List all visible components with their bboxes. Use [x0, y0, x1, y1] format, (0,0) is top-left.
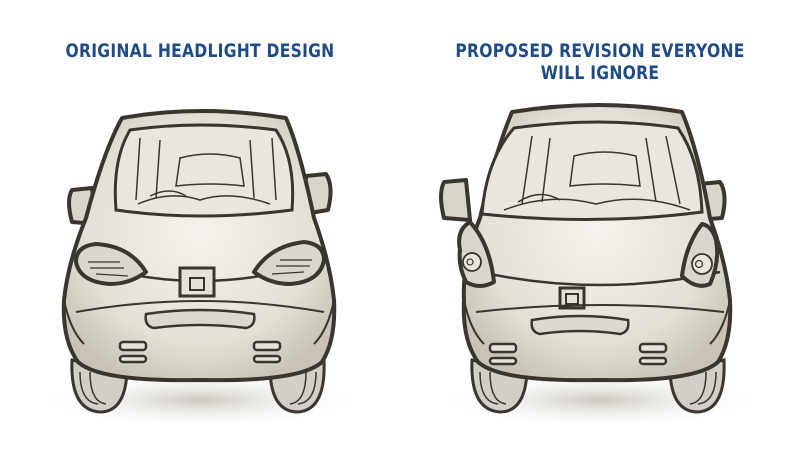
- mirror-left-icon: [439, 178, 472, 222]
- panel-original: ORIGINAL HEADLIGHT DESIGN: [35, 40, 365, 430]
- windshield: [480, 120, 704, 222]
- interior-lines: [135, 137, 277, 205]
- headlight-right-detail: [271, 259, 312, 275]
- panel-proposed: PROPOSED REVISION EVERYONE WILL IGNORE: [400, 0, 800, 450]
- headlight-left-original: [74, 242, 148, 286]
- headlight-left-detail: [88, 261, 129, 277]
- car-sketch-proposed: [435, 103, 765, 430]
- interior-lines: [503, 135, 691, 211]
- caption-proposed: PROPOSED REVISION EVERYONE WILL IGNORE: [455, 40, 745, 84]
- headlight-left-lens-icon: [462, 252, 482, 272]
- lower-intake: [530, 314, 630, 336]
- front-bumper-line: [75, 300, 325, 313]
- badge-icon: [178, 266, 216, 298]
- lower-intake: [144, 308, 256, 330]
- headlight-right-original: [252, 240, 326, 286]
- front-bumper-line: [475, 304, 725, 313]
- fog-lights: [118, 340, 282, 364]
- fog-lights: [488, 342, 668, 366]
- caption-original: ORIGINAL HEADLIGHT DESIGN: [65, 40, 335, 62]
- car-sketch-original: [35, 109, 365, 430]
